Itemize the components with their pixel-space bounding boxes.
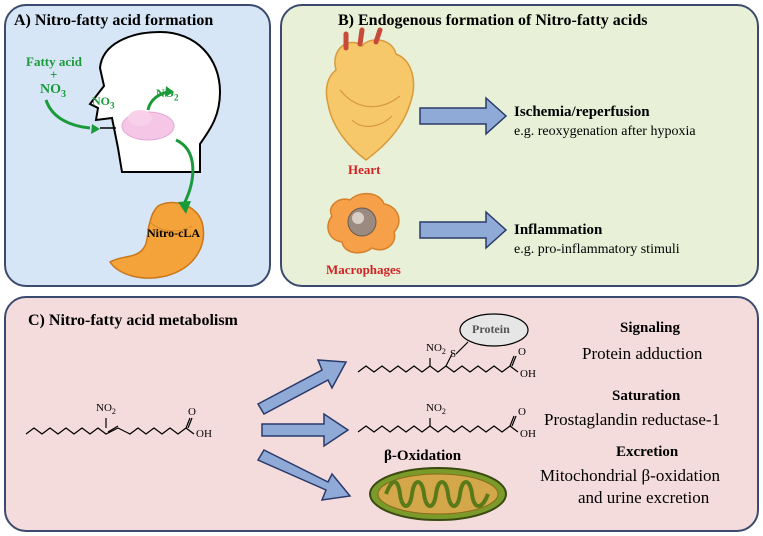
protein-link-bond [455,341,469,355]
macrophage-outcome-arrow [419,210,508,250]
ischemia-outcome: Ischemia/reperfusion [514,104,650,120]
saturated-nitro-group: NO2 [426,402,446,417]
signaling-arrow [256,359,348,415]
ischemia-example: e.g. reoxygenation after hypoxia [514,124,696,139]
protein-label: Protein [472,322,510,336]
nitrate-input-label: NO3 [40,82,66,100]
signaling-heading: Signaling [620,320,681,336]
nitro-fatty-acid-structure [25,417,195,435]
inflammation-example: e.g. pro-inflammatory stimuli [514,242,680,257]
excretion-description-line2: and urine excretion [578,488,710,507]
macrophage-icon [327,192,400,254]
excretion-heading: Excretion [616,444,679,460]
saturation-arrow [261,412,350,448]
arrow-head-icon [178,201,191,214]
adduct-nitro-group: NO2 [426,342,446,357]
stomach-icon [108,201,205,279]
adduct-hydroxyl: OH [520,368,536,380]
salivary-gland-lobe-icon [128,110,152,126]
panel-a-title: A) Nitro-fatty acid formation [14,12,214,29]
saturated-nitro-structure [357,415,519,433]
inflammation-outcome: Inflammation [514,222,603,238]
arrow-head-icon [165,86,174,97]
mouth-nitrate-label: NO3 [92,94,115,111]
head-profile-icon [88,30,222,173]
panel-c-title: C) Nitro-fatty acid metabolism [28,312,238,329]
excretion-description-line1: Mitochondrial β-oxidation [540,466,721,485]
source-carbonyl: O [188,406,196,418]
beta-oxidation-label: β-Oxidation [384,448,462,464]
mitochondrion-icon [369,467,507,521]
heart-outcome-arrow [419,96,508,136]
source-nitro-group: NO2 [96,402,116,417]
adduct-carbonyl: O [518,346,526,358]
adduct-sulfur: S [450,348,457,360]
saturated-carbonyl: O [518,406,526,418]
saturated-hydroxyl: OH [520,428,536,440]
signaling-description: Protein adduction [582,344,703,363]
heart-label: Heart [348,162,381,177]
nitro-cla-label: Nitro-cLA [147,226,201,240]
saturation-heading: Saturation [612,388,681,404]
macrophages-label: Macrophages [326,262,401,277]
excretion-arrow [256,449,352,501]
protein-bubble-icon [459,313,529,347]
fatty-acid-label: Fatty acid [26,54,82,69]
heart-icon [325,27,415,161]
source-hydroxyl: OH [196,428,212,440]
protein-adduct-structure [357,353,519,373]
panel-b-title: B) Endogenous formation of Nitro-fatty a… [338,12,648,29]
saturation-description: Prostaglandin reductase-1 [544,410,721,429]
arrow-head-icon [91,124,100,134]
plus-sign: + [50,67,58,82]
nitrite-label: NO2 [156,86,179,103]
